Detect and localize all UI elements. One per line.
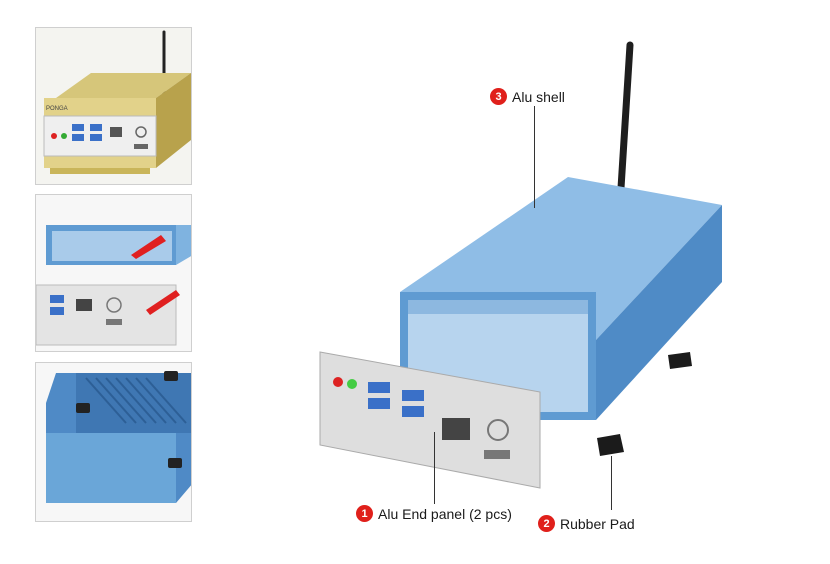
usb-port-icon <box>402 390 424 401</box>
callout-label: Alu shell <box>512 88 565 105</box>
thumbnail-shell-slide[interactable] <box>35 194 192 352</box>
shell-side <box>596 205 722 420</box>
usb-port-icon <box>402 406 424 417</box>
hdmi-port-icon <box>484 450 510 459</box>
end-panel <box>319 351 541 489</box>
usb-port-icon <box>368 398 390 409</box>
svg-text:PONGA: PONGA <box>46 106 68 112</box>
antenna-icon <box>617 41 634 192</box>
rubber-pad-icon <box>597 434 624 456</box>
leader-line-rubber-pad <box>611 456 612 510</box>
thumbnail-bottom-view[interactable] <box>35 362 192 522</box>
shell-top <box>400 177 722 340</box>
audio-green-icon <box>347 379 357 389</box>
audio-red-icon <box>333 377 343 387</box>
shell-slide-illustration <box>36 195 191 351</box>
callout-number-badge: 2 <box>538 515 555 532</box>
lan-port-icon <box>442 418 470 440</box>
callout-number-badge: 1 <box>356 505 373 522</box>
callout-label: Rubber Pad <box>560 515 635 532</box>
shell-front <box>400 292 596 420</box>
callout-alu-shell: 3 Alu shell <box>490 88 565 105</box>
callout-label: Alu End panel (2 pcs) <box>378 505 512 522</box>
usb-port-icon <box>368 382 390 393</box>
leader-line-end-panel <box>434 432 435 504</box>
bottom-view-illustration <box>36 363 191 521</box>
callout-rubber-pad: 2 Rubber Pad <box>538 515 635 532</box>
callout-number-badge: 3 <box>490 88 507 105</box>
callout-alu-end-panel: 1 Alu End panel (2 pcs) <box>356 505 512 522</box>
thumbnail-gold-pc[interactable]: PONGA <box>35 27 192 185</box>
leader-line-shell <box>534 106 535 208</box>
power-button-icon <box>487 419 509 441</box>
gold-pc-illustration: PONGA <box>36 28 191 184</box>
rubber-pad-icon <box>668 352 692 369</box>
